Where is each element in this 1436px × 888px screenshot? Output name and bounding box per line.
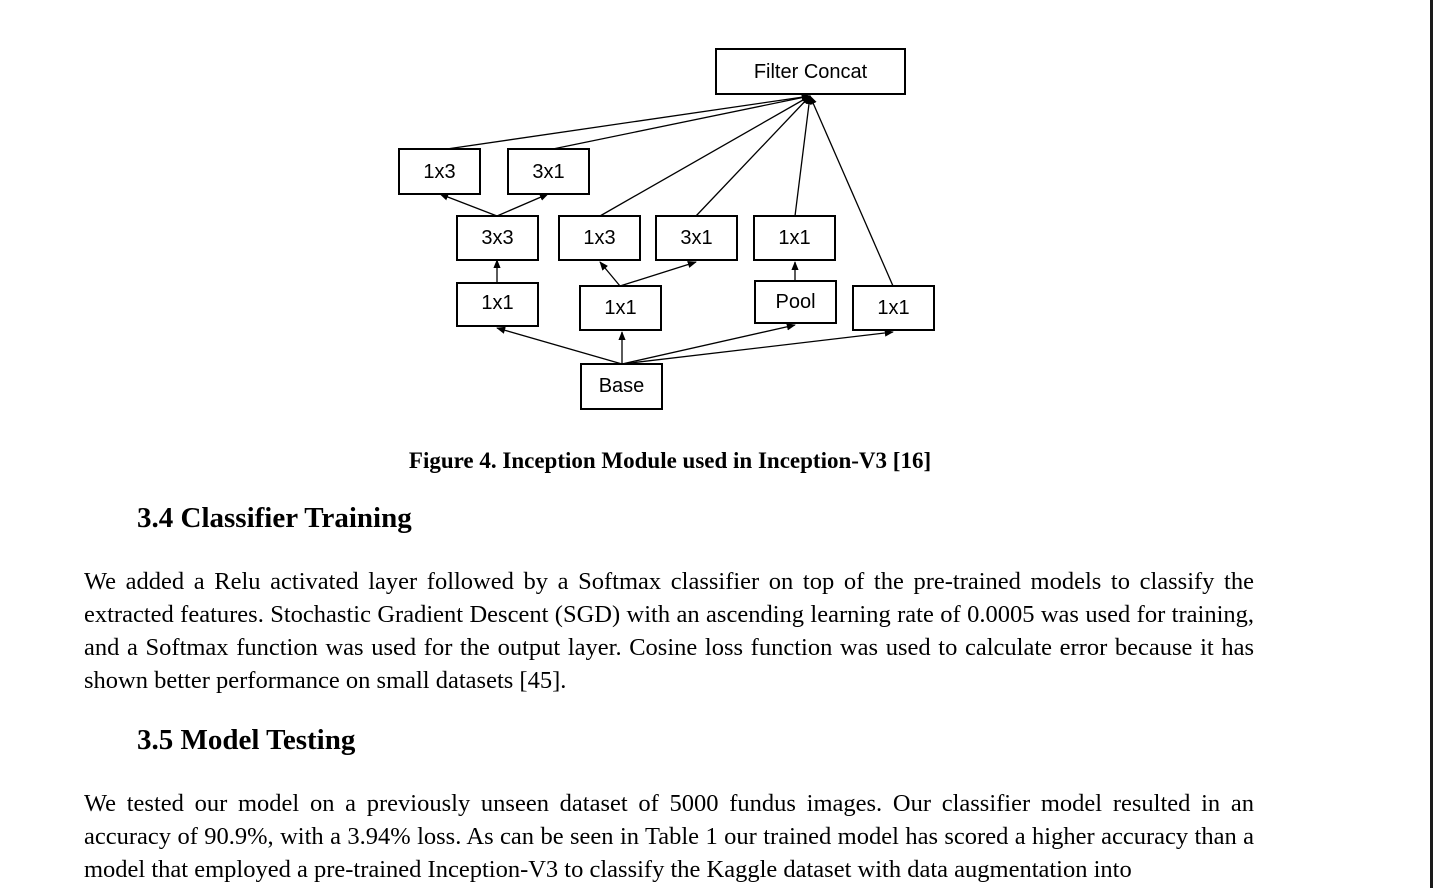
edge-base-e1x1 [621, 329, 894, 365]
svg-text:Pool: Pool [775, 291, 815, 313]
edge-d1x1-concat [794, 95, 813, 217]
svg-text:3x1: 3x1 [680, 227, 712, 249]
node-1x1-center: 1x1 [579, 285, 662, 331]
edge-base-pool [621, 323, 796, 365]
edge-e1x1-concat [809, 95, 894, 287]
node-1x1-left: 1x1 [456, 282, 539, 327]
svg-text:1x3: 1x3 [583, 227, 615, 249]
page-right-border [1430, 0, 1433, 888]
svg-text:1x3: 1x3 [423, 161, 455, 183]
node-3x1-mid: 3x1 [655, 215, 738, 261]
edge-c1x1-c3x1 [619, 260, 697, 287]
edge-b3x3-a1x3 [439, 193, 498, 217]
node-3x1-top: 3x1 [507, 148, 590, 195]
edge-c3x1-concat [695, 95, 811, 217]
svg-text:3x3: 3x3 [481, 227, 513, 249]
inception-module-figure: Filter Concat 1x3 3x1 3x3 1x3 3x1 [0, 0, 1436, 440]
figure-caption: Figure 4. Inception Module used in Incep… [408, 448, 932, 473]
edge-a3x1-concat [547, 94, 811, 151]
section-heading-classifier-training: 3.4 Classifier Training [137, 502, 412, 534]
node-pool: Pool [754, 280, 837, 324]
node-1x3-mid: 1x3 [558, 215, 641, 261]
svg-text:Filter Concat: Filter Concat [754, 61, 868, 83]
node-filter-concat: Filter Concat [715, 48, 906, 95]
node-1x1-after-pool: 1x1 [753, 215, 836, 261]
node-1x3-top: 1x3 [398, 148, 481, 195]
svg-text:Base: Base [599, 375, 645, 397]
diagram-edges [439, 93, 894, 365]
svg-text:1x1: 1x1 [604, 297, 636, 319]
edge-base-b1x1 [496, 326, 623, 365]
svg-text:1x1: 1x1 [481, 292, 513, 314]
edge-a1x3-concat [439, 93, 811, 151]
svg-text:1x1: 1x1 [877, 297, 909, 319]
node-base: Base [580, 363, 663, 410]
edge-c1x3-concat [599, 95, 811, 217]
edge-b3x3-a3x1 [496, 193, 549, 217]
svg-text:3x1: 3x1 [532, 161, 564, 183]
paragraph-classifier-training: We added a Relu activated layer followed… [84, 568, 1254, 694]
edge-c1x1-c1x3 [599, 261, 621, 287]
node-3x3: 3x3 [456, 215, 539, 261]
inception-module-diagram: Filter Concat 1x3 3x1 3x3 1x3 3x1 [398, 48, 935, 410]
section-heading-model-testing: 3.5 Model Testing [137, 724, 356, 756]
paragraph-model-testing: We tested our model on a previously unse… [84, 790, 1254, 883]
svg-text:1x1: 1x1 [778, 227, 810, 249]
node-1x1-right: 1x1 [852, 285, 935, 331]
